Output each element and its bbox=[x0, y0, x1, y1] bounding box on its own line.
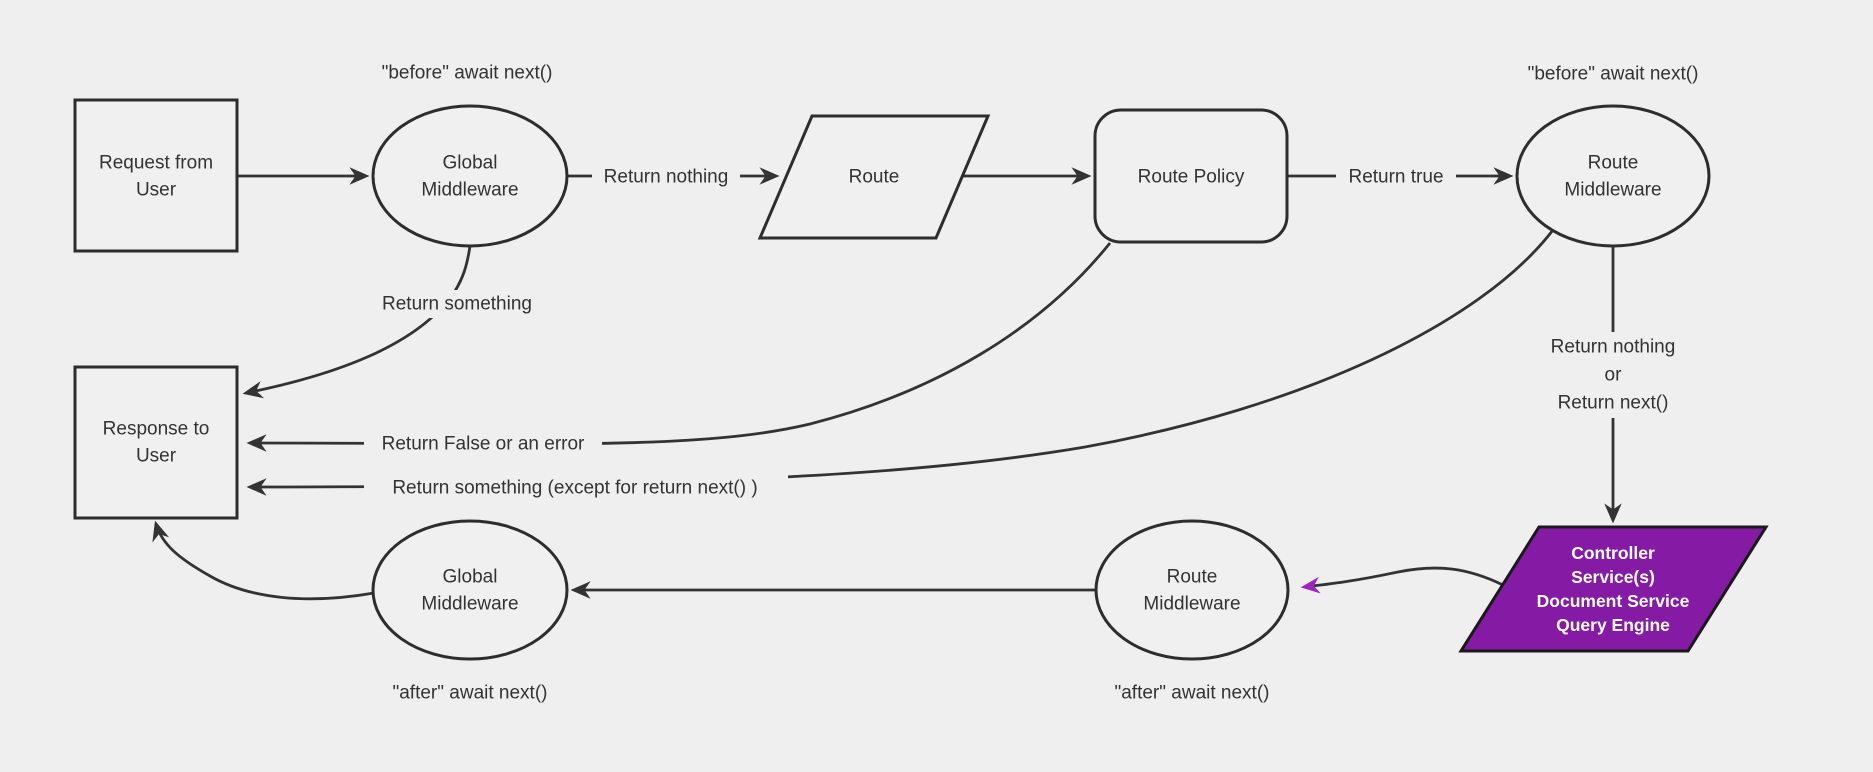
svg-text:Return something (except for r: Return something (except for return next… bbox=[392, 478, 757, 499]
edge-label-return-false-or-error: Return False or an error bbox=[364, 429, 602, 457]
edge-label-return-nothing-or-next: Return nothing or Return next() bbox=[1518, 332, 1708, 418]
svg-text:Middleware: Middleware bbox=[421, 594, 518, 615]
node-controller-services: Controller Service(s) Document Service Q… bbox=[1458, 525, 1769, 653]
node-route-policy: Route Policy bbox=[1093, 108, 1289, 244]
svg-text:Return nothing: Return nothing bbox=[1551, 337, 1676, 358]
annotation-before-await-next-right: "before" await next() bbox=[1528, 64, 1699, 85]
svg-text:User: User bbox=[136, 180, 177, 201]
svg-text:Response to: Response to bbox=[103, 419, 210, 440]
edge-global-middleware-to-response bbox=[242, 245, 472, 399]
svg-text:Global: Global bbox=[443, 567, 498, 588]
svg-text:Return False or an error: Return False or an error bbox=[382, 434, 585, 455]
svg-text:Middleware: Middleware bbox=[1564, 180, 1661, 201]
annotation-before-await-next-left: "before" await next() bbox=[382, 63, 553, 84]
svg-text:Route Policy: Route Policy bbox=[1138, 167, 1245, 188]
node-route-middleware-top: Route Middleware bbox=[1515, 104, 1711, 248]
svg-text:Return next(): Return next() bbox=[1558, 393, 1669, 414]
node-global-middleware-bottom: Global Middleware bbox=[371, 519, 569, 661]
annotation-after-await-next-right: "after" await next() bbox=[1115, 683, 1270, 704]
svg-text:or: or bbox=[1605, 365, 1623, 386]
node-request-from-user: Request from User bbox=[73, 98, 239, 253]
node-route: Route bbox=[757, 114, 991, 240]
svg-text:Middleware: Middleware bbox=[1143, 594, 1240, 615]
svg-text:Query Engine: Query Engine bbox=[1556, 615, 1670, 635]
svg-text:Route: Route bbox=[849, 167, 900, 188]
edge-label-return-nothing: Return nothing bbox=[592, 163, 740, 190]
svg-text:Route: Route bbox=[1588, 153, 1639, 174]
edge-label-return-something: Return something bbox=[366, 290, 548, 318]
edge-controller-to-route-middleware-bottom bbox=[1300, 566, 1504, 594]
svg-text:Route: Route bbox=[1167, 567, 1218, 588]
node-response-to-user: Response to User bbox=[73, 365, 239, 520]
edge-route-policy-to-response bbox=[246, 242, 1112, 452]
svg-text:Return something: Return something bbox=[382, 294, 532, 315]
svg-text:Service(s): Service(s) bbox=[1571, 567, 1655, 587]
node-route-middleware-bottom: Route Middleware bbox=[1094, 519, 1290, 661]
annotation-after-await-next-left: "after" await next() bbox=[393, 683, 548, 704]
edge-label-return-something-except: Return something (except for return next… bbox=[364, 473, 788, 501]
edge-global-middleware-bottom-to-response bbox=[152, 520, 375, 601]
svg-text:Middleware: Middleware bbox=[421, 180, 518, 201]
svg-text:Controller: Controller bbox=[1571, 543, 1655, 563]
svg-text:Document Service: Document Service bbox=[1537, 591, 1690, 611]
svg-text:Request from: Request from bbox=[99, 153, 213, 174]
svg-text:Return nothing: Return nothing bbox=[604, 167, 729, 188]
svg-text:Return true: Return true bbox=[1348, 167, 1443, 188]
node-global-middleware-top: Global Middleware bbox=[371, 104, 569, 248]
svg-text:Global: Global bbox=[443, 153, 498, 174]
svg-text:User: User bbox=[136, 446, 177, 467]
edge-label-return-true: Return true bbox=[1336, 163, 1456, 190]
